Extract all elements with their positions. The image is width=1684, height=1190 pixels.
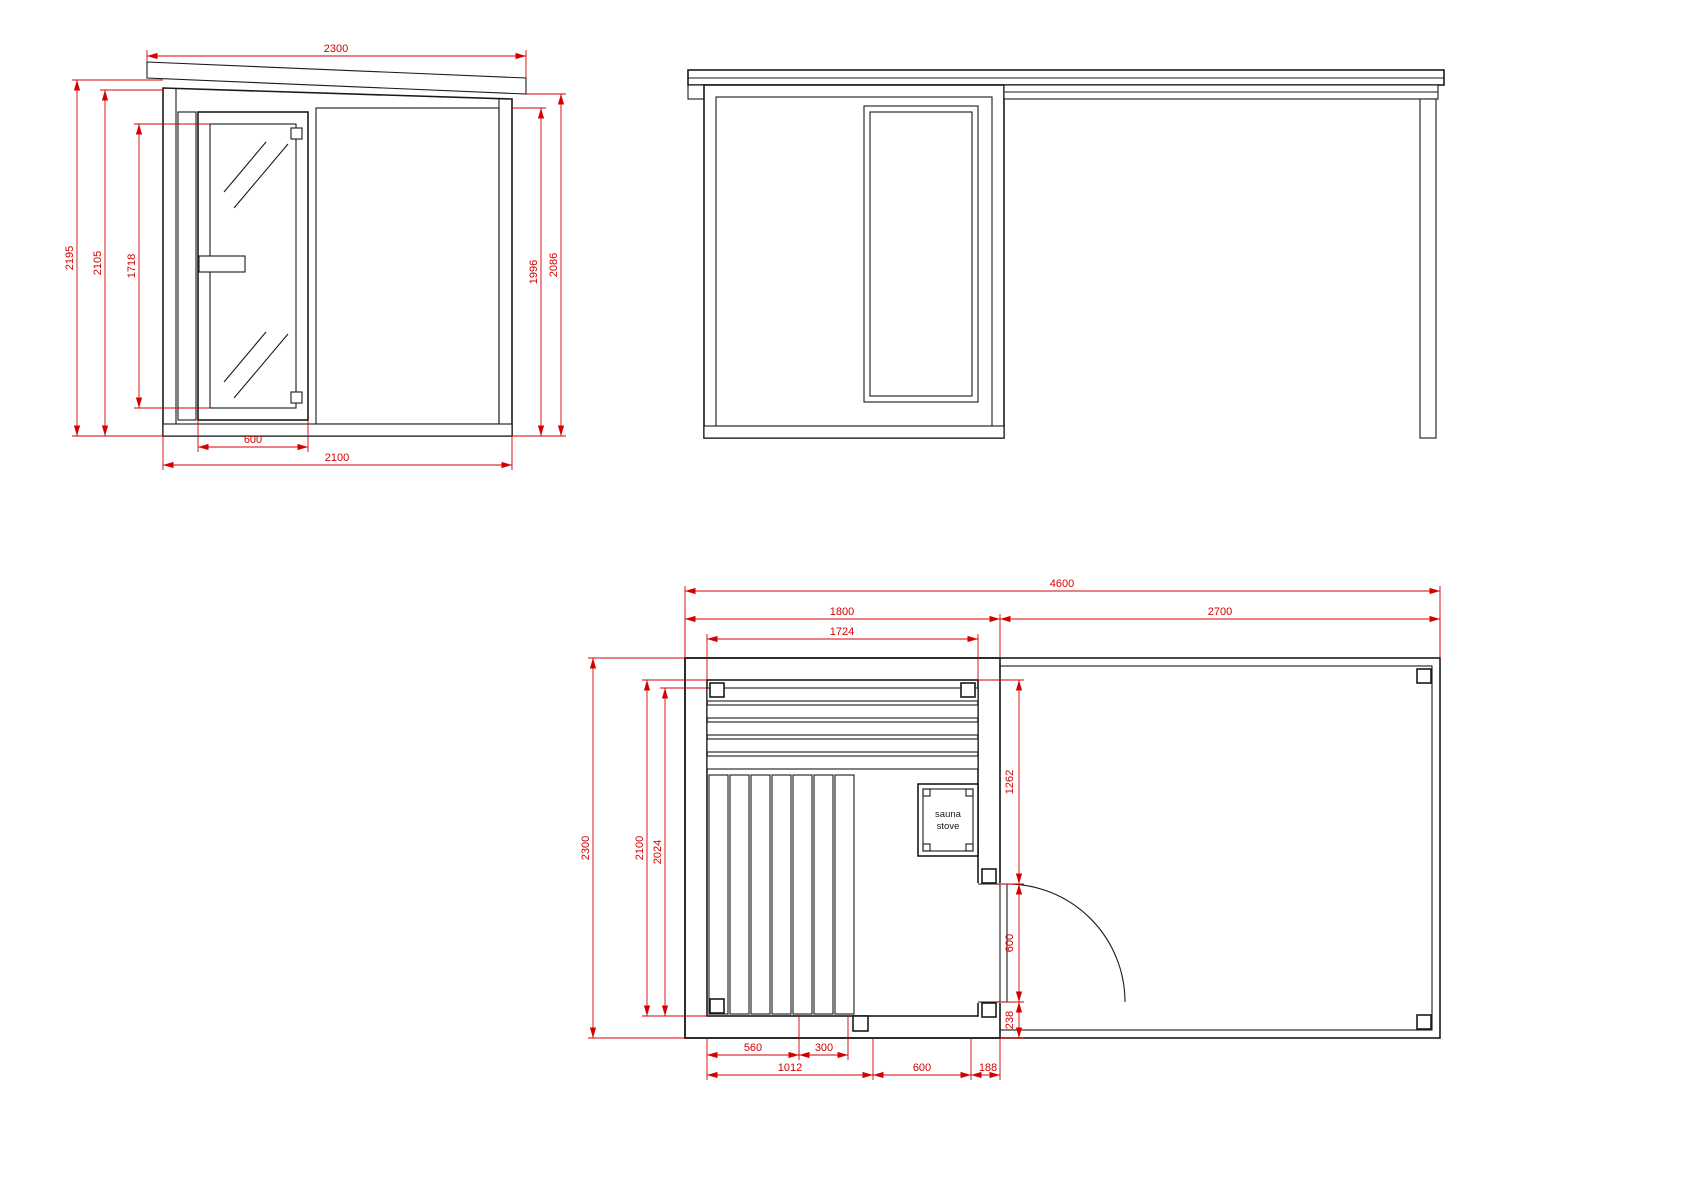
dim-label: 188 xyxy=(979,1062,997,1074)
side-elevation-view xyxy=(687,69,1445,439)
dim-plan-front-offset: 188 xyxy=(971,1038,1001,1080)
dim-plan-sauna-inner-length: 1724 xyxy=(706,626,979,680)
dim-front-door-width: 600 xyxy=(197,420,309,452)
dim-label: 2100 xyxy=(634,836,646,860)
dim-label: 1800 xyxy=(830,606,854,618)
dim-label: 1718 xyxy=(126,254,138,278)
door-hinge-strip xyxy=(177,111,197,421)
louver-panel xyxy=(863,105,979,403)
front-elevation-view: 2300 2195 2105 1718 1996 2086 xyxy=(64,43,566,470)
pergola-post xyxy=(1419,98,1437,439)
roof-slab xyxy=(687,69,1445,100)
sauna-stove: sauna stove xyxy=(917,783,979,857)
dim-label: 600 xyxy=(1004,934,1016,952)
floor-plan-view: sauna stove 4600 1800 xyxy=(580,578,1441,1080)
dim-label: 600 xyxy=(244,434,262,446)
sauna-body xyxy=(703,84,1005,439)
base-rail xyxy=(703,425,1005,439)
stove-label-line2: stove xyxy=(937,821,960,832)
stove-label-line1: sauna xyxy=(935,809,962,820)
dim-front-wall-height: 2105 xyxy=(92,89,163,437)
dim-label: 2086 xyxy=(548,253,560,277)
door-swing-arc xyxy=(1006,883,1126,1003)
dim-plan-overall-length: 4600 xyxy=(684,578,1441,658)
dim-label: 560 xyxy=(744,1042,762,1054)
lower-bench-boards xyxy=(708,774,855,1015)
dim-plan-bench-board: 560 xyxy=(706,1016,800,1060)
dim-label: 2700 xyxy=(1208,606,1232,618)
dim-plan-front-door: 600 xyxy=(873,1038,972,1080)
dim-front-wall-inner-height: 1996 xyxy=(512,107,546,437)
dim-plan-bench-depth: 2024 xyxy=(652,687,707,1017)
dim-front-door-glass-height: 1718 xyxy=(126,123,210,409)
dim-plan-overall-depth: 2300 xyxy=(580,657,685,1039)
door-hinge-bottom xyxy=(290,391,303,404)
dim-label: 2024 xyxy=(652,840,664,864)
dim-label: 600 xyxy=(913,1062,931,1074)
dim-label: 2300 xyxy=(324,43,348,55)
sauna-door xyxy=(197,111,309,421)
upper-bench xyxy=(706,687,979,770)
door-opening xyxy=(976,883,1003,1003)
dim-plan-bench-gap: 300 xyxy=(799,1016,849,1060)
dim-front-overall-width: 2100 xyxy=(162,436,513,470)
dim-front-roof-width: 2300 xyxy=(146,43,527,78)
door-hinge-top xyxy=(290,127,303,140)
door-handle xyxy=(198,255,246,273)
dim-front-eave-height: 2086 xyxy=(512,93,566,437)
dim-label: 2105 xyxy=(92,251,104,275)
dim-plan-door-to-wall: 238 xyxy=(1000,1002,1024,1039)
dim-label: 2300 xyxy=(580,836,592,860)
dim-label: 2100 xyxy=(325,452,349,464)
base-rail xyxy=(162,423,513,437)
dim-label: 1724 xyxy=(830,626,854,638)
dim-label: 1262 xyxy=(1004,770,1016,794)
dim-label: 300 xyxy=(815,1042,833,1054)
dim-label: 1996 xyxy=(528,260,540,284)
dim-label: 1012 xyxy=(778,1062,802,1074)
dim-plan-terrace-length: 2700 xyxy=(1000,606,1441,658)
dim-front-overall-height: 2195 xyxy=(64,79,163,437)
corner-posts xyxy=(709,668,1432,1032)
dim-label: 2195 xyxy=(64,246,76,270)
dim-plan-wall-to-door: 1262 xyxy=(978,679,1024,885)
dim-label: 4600 xyxy=(1050,578,1074,590)
dim-label: 238 xyxy=(1004,1011,1016,1029)
pergola xyxy=(1003,84,1439,439)
